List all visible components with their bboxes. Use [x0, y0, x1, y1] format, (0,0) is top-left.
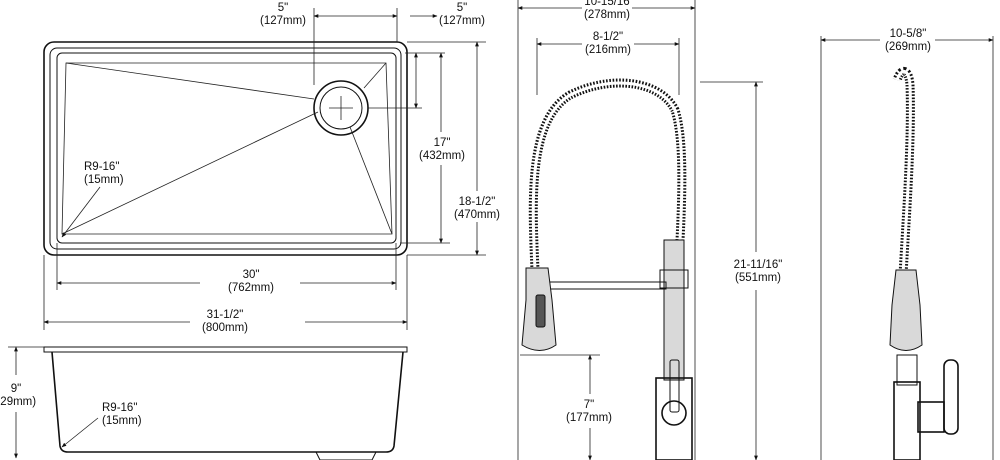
sink-side-bowl — [51, 351, 404, 453]
sprayer-button — [535, 294, 546, 328]
bowl-depth-mm-label: 229mm) — [0, 396, 36, 408]
sink-side-drain — [315, 451, 377, 460]
sink-bowl-outline — [56, 52, 397, 244]
faucet-height-label: 21-11/16" — [734, 259, 783, 271]
drain-inner-ring — [319, 86, 363, 130]
bowl-depth-label: 9" — [11, 383, 21, 395]
sink-bowl-floor — [61, 62, 393, 235]
faucet-base — [655, 377, 693, 460]
side-sprayer-head — [889, 269, 923, 351]
faucet-handle-hub — [661, 400, 687, 426]
side-handle-lever — [943, 359, 959, 435]
sink-top-view: 5" (127mm) 5" (127mm) 17" (432mm) 18-1/2… — [43, 2, 500, 334]
outer-depth-mm-label: (470mm) — [454, 209, 500, 221]
faucet-column-collar — [659, 269, 689, 289]
spout-height-mm-label: (177mm) — [566, 412, 612, 424]
side-corner-radius-label: R9-16" — [102, 402, 137, 414]
faucet-coil-spring-outline — [531, 81, 684, 271]
slope-line — [61, 111, 319, 235]
faucet-front-view: 10-15/16 (278mm) 8-1/2" (216mm) 21-11/16… — [517, 0, 783, 460]
inner-width-label: 30" — [243, 269, 260, 281]
corner-radius-label: R9-16" — [84, 161, 119, 173]
side-depth-label: 10-5/8" — [890, 28, 927, 40]
corner-radius-mm-label: (15mm) — [84, 174, 124, 186]
slope-line — [363, 62, 387, 89]
inner-width-mm-label: (762mm) — [228, 282, 274, 294]
faucet-coil-spring — [528, 78, 687, 271]
spout-height-label: 7" — [584, 399, 594, 411]
reach-label: 10-15/16 — [584, 0, 629, 8]
sink-outer-rim — [43, 41, 408, 256]
side-handle-block — [917, 401, 945, 433]
drain-offset-mm-label: (127mm) — [260, 15, 306, 27]
outer-width-mm-label: (800mm) — [202, 322, 248, 334]
faucet-column — [663, 239, 685, 381]
side-faucet-base — [893, 381, 921, 460]
sink-rim-inner-edge — [49, 47, 402, 250]
reach-mm-label: (278mm) — [584, 9, 630, 21]
side-depth-mm-label: (269mm) — [885, 41, 931, 53]
side-faucet-column — [896, 354, 918, 386]
spring-width-label: 8-1/2" — [593, 31, 623, 43]
drain-edge-label: 5" — [457, 2, 467, 14]
leader-line — [61, 186, 101, 238]
side-coil-spring-outline — [895, 69, 912, 276]
faucet-handle-lever — [669, 359, 680, 413]
side-corner-radius-mm-label: (15mm) — [102, 415, 142, 427]
leader-line — [61, 417, 99, 448]
sink-side-view: 9" 229mm) R9-16" (15mm) — [0, 346, 408, 460]
faucet-height-mm-label: (551mm) — [735, 272, 781, 284]
slope-line — [65, 62, 315, 100]
drain-edge-mm-label: (127mm) — [439, 15, 485, 27]
slope-line — [349, 126, 393, 235]
faucet-support-bar — [547, 281, 667, 290]
inner-depth-mm-label: (432mm) — [419, 150, 465, 162]
outer-depth-label: 18-1/2" — [459, 196, 496, 208]
inner-depth-label: 17" — [434, 137, 451, 149]
faucet-side-view: 10-5/8" (269mm) — [820, 28, 994, 460]
outer-width-label: 31-1/2" — [207, 309, 244, 321]
spring-width-mm-label: (216mm) — [585, 44, 631, 56]
sink-side-rim — [43, 346, 408, 353]
drain-offset-label: 5" — [278, 2, 288, 14]
